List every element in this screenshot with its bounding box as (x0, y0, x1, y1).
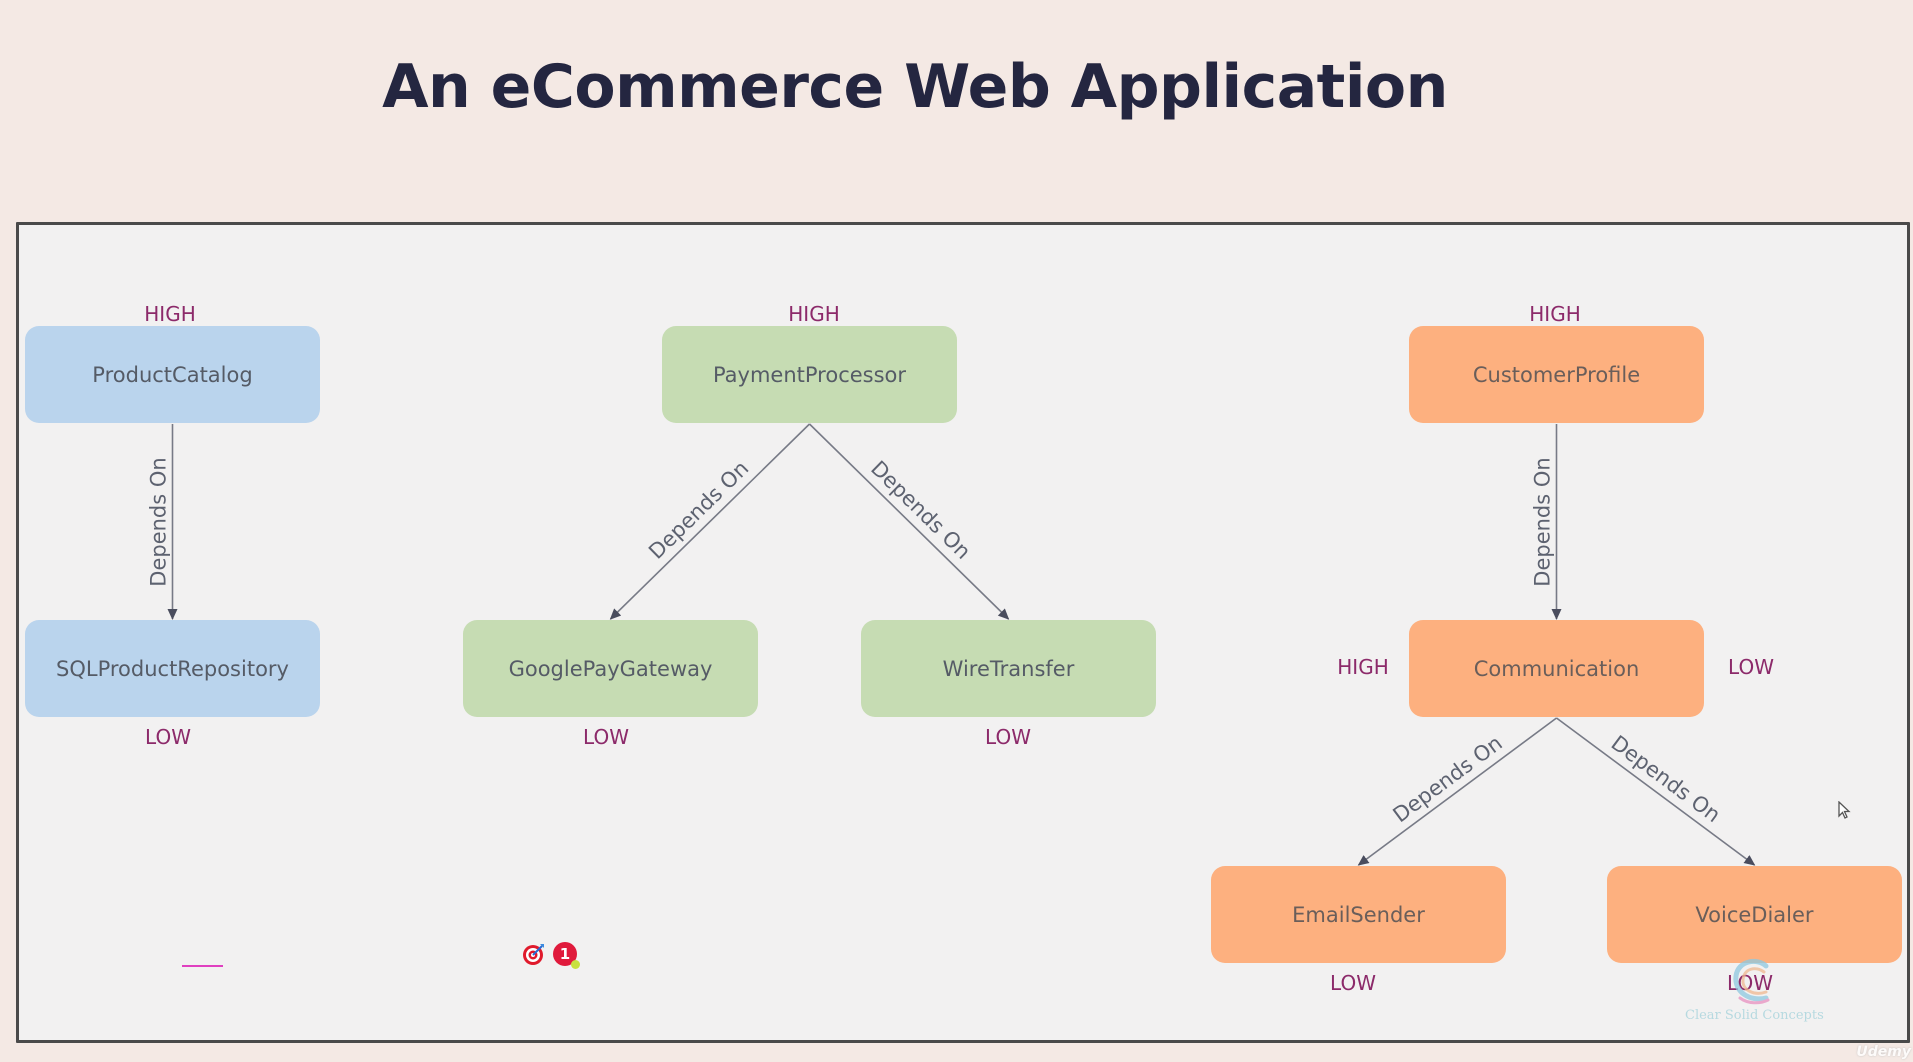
node-paymentprocessor[interactable]: PaymentProcessor (662, 326, 957, 423)
node-communication[interactable]: Communication (1409, 620, 1704, 717)
edge-communication-to-emailsender (1357, 717, 1557, 866)
edge-paymentprocessor-to-wiretransfer (808, 423, 1010, 620)
node-sqlproductrepository[interactable]: SQLProductRepository (25, 620, 320, 717)
status-dot (571, 960, 580, 969)
level-label-communication-left: HIGH (1337, 655, 1389, 679)
mouse-cursor-icon (1838, 801, 1851, 819)
slide-title: An eCommerce Web Application (382, 52, 1448, 122)
node-customerprofile[interactable]: CustomerProfile (1409, 326, 1704, 423)
node-label: GooglePayGateway (508, 656, 713, 681)
node-label: VoiceDialer (1695, 902, 1814, 927)
level-label-customerprofile: HIGH (1529, 302, 1581, 326)
level-label-emailsender: LOW (1330, 971, 1376, 995)
node-googlepaygateway[interactable]: GooglePayGateway (463, 620, 758, 717)
annotation-underline (182, 965, 223, 967)
level-label-paymentprocessor: HIGH (788, 302, 840, 326)
notification-badge[interactable]: 1 (553, 942, 580, 969)
level-label-productcatalog: HIGH (144, 302, 196, 326)
edge-paymentprocessor-to-googlepaygateway (609, 423, 811, 620)
edge-label-customerprofile-to-communication: Depends On (1530, 456, 1555, 587)
edge-communication-to-voicedialer (1556, 717, 1756, 866)
node-label: WireTransfer (942, 656, 1075, 681)
node-label: CustomerProfile (1472, 362, 1641, 387)
node-label: PaymentProcessor (712, 362, 907, 387)
node-label: EmailSender (1292, 902, 1425, 927)
badge-count: 1 (559, 945, 571, 963)
level-label-communication-right: LOW (1728, 655, 1774, 679)
node-label: Communication (1473, 656, 1640, 681)
node-label: SQLProductRepository (56, 656, 289, 681)
node-wiretransfer[interactable]: WireTransfer (861, 620, 1156, 717)
level-label-googlepaygateway: LOW (583, 725, 629, 749)
node-productcatalog[interactable]: ProductCatalog (25, 326, 320, 423)
watermark-logo-icon (1733, 958, 1770, 1005)
watermark-text: Clear Solid Concepts (1685, 1008, 1824, 1023)
level-label-wiretransfer: LOW (985, 725, 1031, 749)
target-icon[interactable] (522, 942, 546, 966)
level-label-sqlproductrepository: LOW (145, 725, 191, 749)
edge-label-productcatalog-to-sqlproductrepository: Depends On (146, 456, 171, 587)
corner-logo: Udemy (1856, 1044, 1911, 1060)
node-label: ProductCatalog (92, 362, 253, 387)
node-voicedialer[interactable]: VoiceDialer (1607, 866, 1902, 963)
node-emailsender[interactable]: EmailSender (1211, 866, 1506, 963)
